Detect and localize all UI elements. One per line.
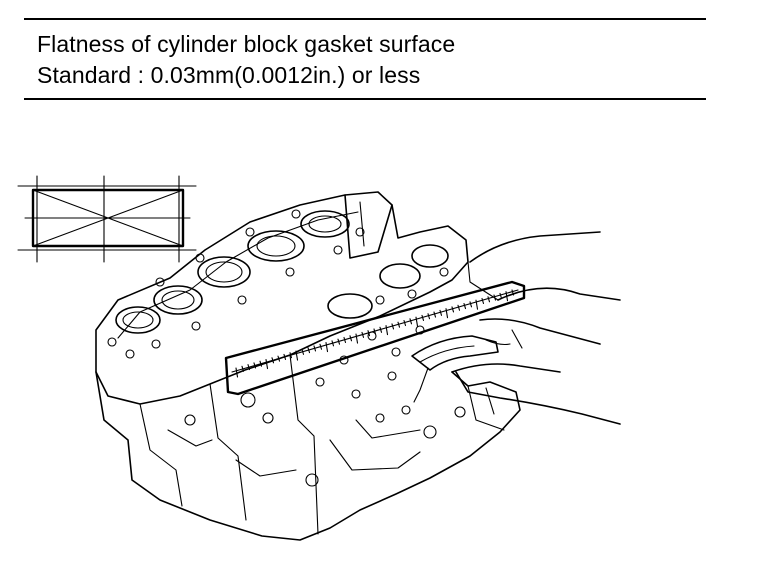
ruler-tick xyxy=(301,348,305,355)
ruler-tick xyxy=(385,325,389,336)
ruler-tick xyxy=(289,352,293,359)
header-bottom-rule xyxy=(24,98,706,100)
ruler-tick xyxy=(343,336,347,344)
ruler-tick xyxy=(367,330,371,337)
ruler-tick xyxy=(481,297,485,305)
ruler-tick xyxy=(439,309,443,316)
spec-title: Flatness of cylinder block gasket surfac… xyxy=(37,31,456,57)
ruler-tick xyxy=(463,303,467,310)
feeler-gauge-drawing xyxy=(411,335,499,403)
ruler-tick xyxy=(457,304,461,311)
header-top-rule xyxy=(24,18,706,20)
ruler-tick xyxy=(355,333,359,344)
ruler-tick xyxy=(253,362,257,369)
ruler-tick xyxy=(421,314,425,321)
ruler-tick xyxy=(349,335,353,342)
hand-drawing xyxy=(451,231,621,425)
ruler-tick xyxy=(379,326,383,333)
ruler-tick xyxy=(313,345,317,352)
ruler-tick xyxy=(319,343,323,350)
ruler-tick xyxy=(247,364,251,371)
ruler-tick xyxy=(445,308,449,319)
ruler-tick xyxy=(469,301,473,308)
ruler-tick xyxy=(373,328,377,335)
ruler-tick xyxy=(409,318,413,325)
ruler-tick xyxy=(487,296,491,303)
ruler-tick xyxy=(433,311,437,318)
ruler-tick xyxy=(235,367,239,378)
ruler-tick xyxy=(403,319,407,327)
ruler-tick xyxy=(277,355,281,362)
spec-standard: Standard : 0.03mm(0.0012in.) or less xyxy=(37,62,421,88)
ruler-tick xyxy=(325,342,329,353)
straight-edge-drawing xyxy=(224,280,526,396)
ruler-tick xyxy=(337,338,341,345)
ruler-tick xyxy=(451,306,455,313)
measurement-pattern-icon xyxy=(17,175,197,263)
ruler-tick xyxy=(415,316,419,327)
ruler-tick xyxy=(265,358,269,370)
ruler-tick xyxy=(475,299,479,310)
ruler-tick xyxy=(271,357,275,364)
ruler-tick xyxy=(397,321,401,328)
ruler-tick xyxy=(259,360,263,367)
ruler-tick xyxy=(361,331,365,338)
ruler-tick xyxy=(499,292,503,299)
ruler-tick xyxy=(241,365,245,372)
ruler-tick xyxy=(427,313,431,320)
cylinder-block-drawing xyxy=(95,191,521,541)
ruler-tick xyxy=(283,353,287,360)
ruler-tick xyxy=(391,323,395,330)
ruler-tick xyxy=(307,347,311,354)
ruler-tick xyxy=(295,350,299,361)
ruler-tick xyxy=(331,340,335,347)
